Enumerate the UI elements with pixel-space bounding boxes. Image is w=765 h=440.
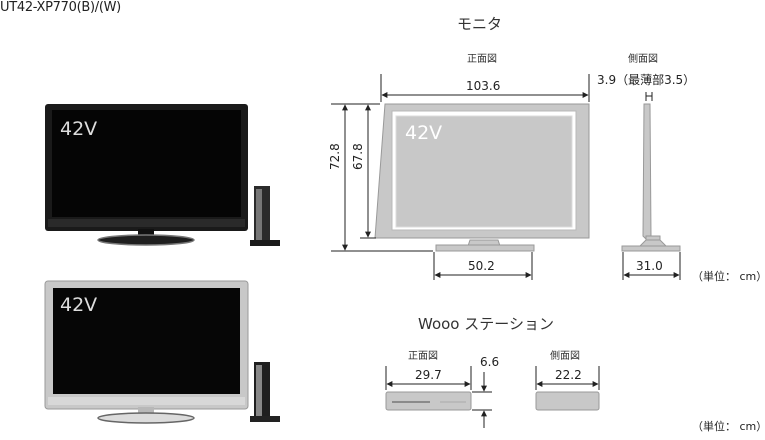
- monitor-side-label: 側面図: [628, 54, 658, 65]
- white-station-image: [250, 362, 280, 422]
- monitor-screen-label: 42V: [405, 122, 443, 144]
- depth-base-value: 31.0: [636, 259, 663, 273]
- depth-top-value: 3.9（最薄部3.5）: [597, 73, 696, 87]
- monitor-unit: （単位： cm）: [692, 270, 765, 283]
- station-width-value: 29.7: [415, 368, 442, 382]
- white-tv-screen: [53, 288, 240, 394]
- white-tv-size-label: 42V: [60, 294, 98, 316]
- black-station-image: [250, 186, 280, 246]
- monitor-title: モニタ: [457, 15, 503, 33]
- white-tv-image: [44, 280, 249, 424]
- black-tv-stand: [97, 234, 195, 246]
- model-title: UT42-XP770(B)/(W): [0, 0, 121, 15]
- stand-width-value: 50.2: [468, 259, 495, 273]
- station-depth-value: 22.2: [555, 368, 582, 382]
- black-tv-size-label: 42V: [60, 118, 98, 140]
- black-tv-image: [45, 104, 248, 246]
- station-side-label: 側面図: [550, 351, 580, 362]
- monitor-front-label: 正面図: [467, 54, 497, 65]
- station-height-value: 6.6: [480, 355, 500, 369]
- station-front-label: 正面図: [408, 351, 438, 362]
- white-tv-stand: [97, 412, 195, 424]
- station-title: Wooo ステーション: [418, 315, 554, 333]
- width-value: 103.6: [466, 79, 501, 93]
- station-unit: （単位： cm）: [692, 420, 765, 433]
- station-front-view: [385, 391, 472, 411]
- monitor-front-view: [374, 103, 590, 252]
- black-tv-screen: [52, 110, 241, 217]
- monitor-side-view: [621, 103, 681, 252]
- station-side-view: [535, 391, 600, 411]
